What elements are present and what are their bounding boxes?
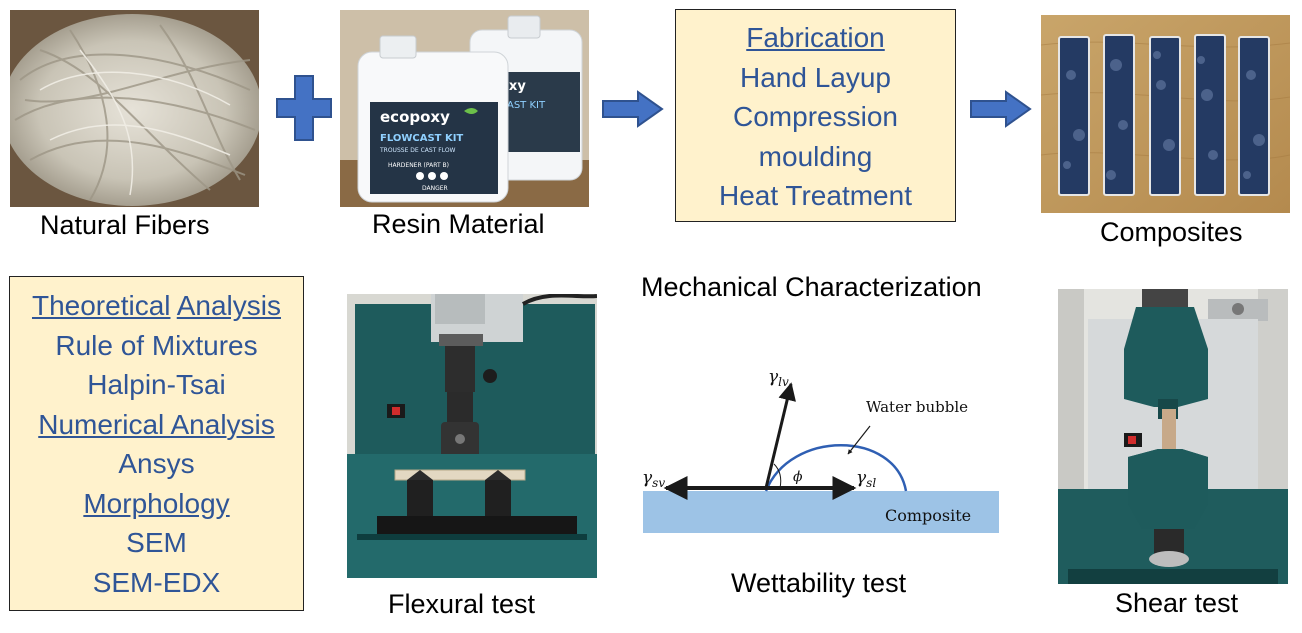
resin-brand-text: ecopoxy (380, 108, 450, 126)
water-bubble-label: Water bubble (866, 398, 968, 416)
mechanical-characterization-title: Mechanical Characterization (641, 272, 982, 302)
fabrication-item: Hand Layup (739, 61, 891, 93)
analysis-box: Theoretical Analysis Rule of Mixtures Ha… (9, 276, 304, 611)
theoretical-word: Theoretical (31, 290, 171, 321)
plus-icon (275, 74, 333, 142)
fabrication-item: moulding (758, 140, 873, 172)
composites-photo (1041, 15, 1290, 213)
gamma-lv-vector (764, 382, 796, 489)
natural-fibers-photo (10, 10, 259, 207)
morphology-heading: Morphology (83, 487, 230, 519)
flexural-test-caption: Flexural test (388, 589, 536, 619)
gamma-lv-label: γlv (768, 367, 789, 389)
analysis-item: Halpin-Tsai (87, 369, 226, 400)
right-arrow-icon (970, 90, 1032, 128)
resin-back-label: CAST KIT (500, 100, 546, 111)
composite-surface-label: Composite (885, 506, 971, 525)
composites-caption: Composites (1100, 217, 1243, 247)
water-bubble-outline (764, 444, 908, 492)
flexural-test-photo (347, 294, 597, 578)
resin-material-caption: Resin Material (372, 209, 545, 239)
gamma-sv-label: γsv (642, 468, 665, 490)
analysis-item: SEM-EDX (92, 566, 221, 598)
contact-angle-label: ϕ (793, 469, 803, 485)
natural-fibers-caption: Natural Fibers (40, 210, 210, 240)
composite-surface (643, 491, 999, 533)
shear-test-photo (1058, 289, 1288, 584)
fabrication-title: Fabrication (746, 22, 885, 53)
analysis-word: Analysis (176, 290, 281, 321)
analysis-item: SEM (126, 527, 187, 558)
resin-product-fr-text: TROUSSE DE CAST FLOW (379, 147, 456, 154)
gamma-sl-label: γsl (856, 468, 876, 490)
fabrication-box: Fabrication Hand Layup Compression mould… (675, 9, 956, 222)
right-arrow-icon (602, 90, 664, 128)
wettability-diagram: γlv γsv γsl ϕ Water bubble Composite (640, 360, 1002, 540)
resin-material-photo: oxy CAST KIT ecopoxy FLOWCAST KIT TROUSS… (340, 10, 589, 207)
numerical-analysis-heading: Numerical Analysis (38, 408, 275, 440)
resin-danger-text: DANGER (422, 185, 448, 192)
analysis-item: Ansys (118, 448, 195, 479)
shear-test-caption: Shear test (1115, 588, 1239, 618)
fabrication-item: Heat Treatment (719, 180, 912, 211)
wettability-test-caption: Wettability test (731, 568, 907, 598)
fabrication-item: Compression (733, 101, 898, 132)
resin-product-text: FLOWCAST KIT (380, 133, 463, 144)
analysis-item: Rule of Mixtures (55, 329, 258, 361)
resin-part-text: HARDENER (PART B) (388, 162, 449, 169)
